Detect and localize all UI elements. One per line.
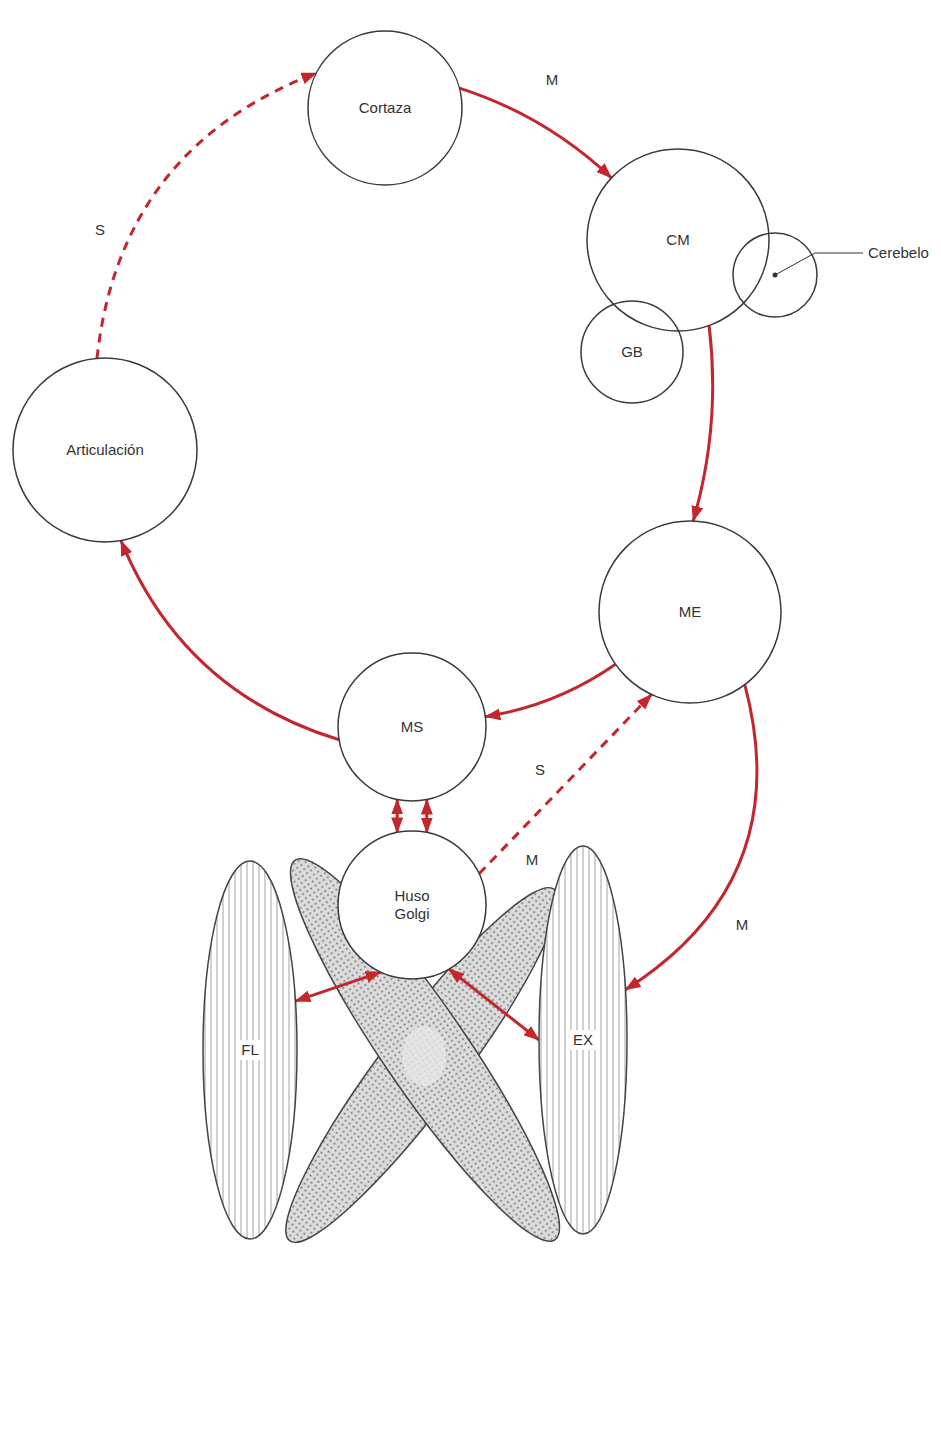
circle-node: Cerebelo <box>732 232 818 318</box>
node-label: MS <box>401 718 424 736</box>
motor-arrow <box>121 541 339 740</box>
node-label: CM <box>666 231 689 249</box>
circle-shape <box>338 831 486 979</box>
motor-arrow <box>295 972 380 1001</box>
node-label: ME <box>679 603 702 621</box>
circle-node: Huso Golgi <box>337 830 487 980</box>
circle-outline <box>732 232 818 318</box>
node-label: Articulación <box>66 441 144 459</box>
leader-line <box>775 253 863 275</box>
muscle-ellipse <box>203 861 297 1239</box>
signal-label: S <box>92 221 108 239</box>
callout-label: Cerebelo <box>868 244 929 262</box>
motor-arrow <box>693 326 713 522</box>
motor-arrow <box>396 800 399 833</box>
node-label: Cortaza <box>359 99 412 117</box>
circle-shape <box>13 358 197 542</box>
circle-node: Cortaza <box>307 30 463 186</box>
muscle-ellipse <box>539 846 627 1234</box>
node-label: FL <box>238 1040 262 1060</box>
circle-node: ME <box>598 520 782 704</box>
circle-node: Articulación <box>12 357 198 543</box>
motor-arrow <box>485 664 615 717</box>
circle-shape <box>338 653 486 801</box>
circle-shape <box>581 301 683 403</box>
node-label: GB <box>621 343 643 361</box>
circle-shape <box>308 31 462 185</box>
sensory-arrow <box>479 695 651 874</box>
motor-arrow <box>449 969 539 1040</box>
motor-arrow <box>425 800 428 833</box>
circle-node: CM <box>586 148 770 332</box>
node-label: Huso Golgi <box>386 887 438 923</box>
circle-shape <box>599 521 781 703</box>
motor-arrow <box>459 88 611 178</box>
muscle-shape: FL <box>202 860 298 1240</box>
circle-node: MS <box>337 652 487 802</box>
muscle-belly-highlight <box>402 1026 446 1086</box>
signal-label: M <box>733 916 752 934</box>
signal-label: S <box>532 761 548 779</box>
muscle-shape: EX <box>538 845 628 1235</box>
circle-node: GB <box>580 300 684 404</box>
signal-label: M <box>543 71 562 89</box>
signal-label: M <box>523 851 542 869</box>
sensory-arrow <box>97 73 316 358</box>
node-label: EX <box>570 1030 596 1050</box>
motor-arrow <box>626 685 757 990</box>
